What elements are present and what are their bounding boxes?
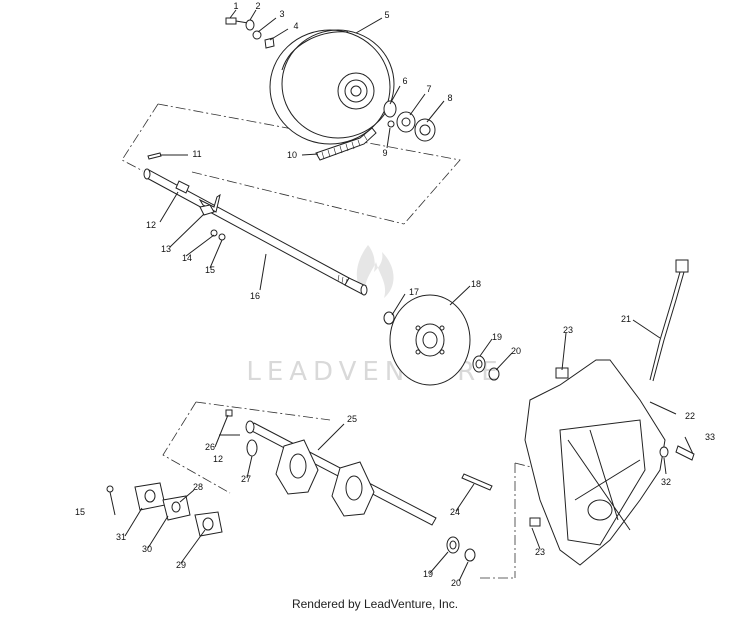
callout-23: 23 [563,325,573,335]
callout-25: 25 [347,414,357,424]
callout-12: 12 [146,220,156,230]
retaining-ring [383,311,395,325]
callout-11: 11 [192,149,201,159]
callout-6: 6 [402,76,407,86]
callout-20: 20 [511,346,521,356]
callout-5: 5 [384,10,389,20]
shaft-key [147,152,162,160]
callout-19: 19 [492,332,502,342]
callout-15-lower: 15 [75,507,85,517]
drive-chain [315,127,377,161]
track-drive-shaft [245,420,437,526]
chaincase-housing [524,359,695,566]
bearing-flanges [106,482,223,537]
render-credit: Rendered by LeadVenture, Inc. [291,597,459,611]
callout-3: 3 [279,9,284,19]
reference-lines [121,103,536,579]
callout-7: 7 [426,84,431,94]
callout-labels: 1 2 3 4 5 6 7 8 9 10 11 12 13 14 15 16 1… [75,1,715,588]
callout-28: 28 [193,482,203,492]
top-hardware [225,17,275,49]
drive-shaft [143,168,368,296]
callout-4: 4 [293,21,298,31]
shaft-bearing-lower [446,536,476,562]
leader-lines [109,9,694,582]
drive-pulley [269,29,395,145]
callout-12-lower: 12 [213,454,223,464]
callout-18: 18 [471,279,481,289]
callout-33: 33 [705,432,715,442]
callout-30: 30 [142,544,152,554]
seal-hardware [225,409,258,457]
housing-bolt [461,473,493,491]
flame-logo-icon [356,245,394,298]
callout-8: 8 [447,93,452,103]
callout-20-lower: 20 [451,578,461,588]
callout-9: 9 [382,148,387,158]
callout-16: 16 [250,291,260,301]
shaft-bearing-upper [472,355,500,381]
callout-2: 2 [255,1,260,11]
callout-1: 1 [233,1,238,11]
callout-21: 21 [621,314,631,324]
callout-24: 24 [450,507,460,517]
callout-23-lower: 23 [535,547,545,557]
callout-31: 31 [116,532,126,542]
watermark: LEADVENTURE [246,245,498,387]
callout-22: 22 [685,411,695,421]
speedo-cable [649,259,689,382]
callout-29: 29 [176,560,186,570]
callout-17: 17 [409,287,419,297]
callout-26: 26 [205,442,215,452]
callout-10: 10 [287,150,297,160]
callout-27: 27 [241,474,251,484]
callout-15: 15 [205,265,215,275]
callout-13: 13 [161,244,171,254]
callout-14: 14 [182,253,192,263]
brake-disc [389,294,471,386]
bearing-hardware [383,100,436,142]
callout-19-lower: 19 [423,569,433,579]
callout-32: 32 [661,477,671,487]
